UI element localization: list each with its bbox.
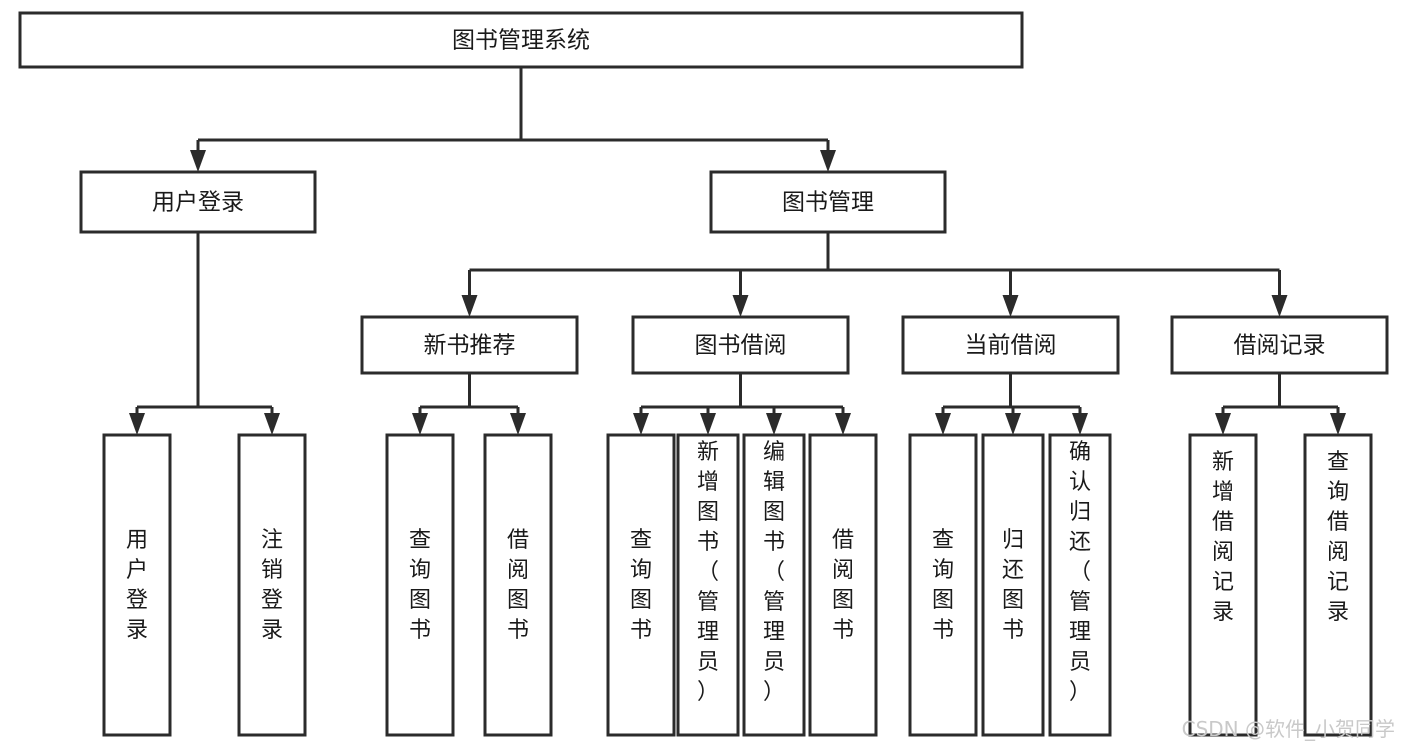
node-leaf-10-rect bbox=[1048, 433, 1112, 737]
node-l2-0-rect bbox=[79, 170, 317, 234]
l2-to-l3-2-head bbox=[1002, 295, 1019, 317]
node-leaf-0[interactable]: 用户登录 bbox=[102, 433, 172, 737]
root-to-l2-0-head bbox=[190, 150, 206, 172]
node-leaf-12-rect bbox=[1303, 433, 1373, 737]
l2-to-l3-1-head bbox=[732, 295, 749, 317]
node-leaf-11-rect bbox=[1188, 433, 1258, 737]
node-leaf-6-label: 编辑图书（管理员） bbox=[763, 440, 785, 705]
node-l3-2-label: 当前借阅 bbox=[965, 333, 1057, 359]
leaf-arrow-当前借阅-2-head bbox=[1072, 413, 1088, 435]
root-to-l2-1-head bbox=[820, 150, 836, 172]
node-l3-3[interactable]: 借阅记录 bbox=[1170, 315, 1389, 375]
node-boxes: 图书管理系统用户登录图书管理新书推荐图书借阅当前借阅借阅记录用户登录注销登录查询… bbox=[18, 11, 1389, 737]
node-l3-1-label: 图书借阅 bbox=[695, 333, 787, 359]
node-l3-1[interactable]: 图书借阅 bbox=[631, 315, 850, 375]
node-l3-2-rect bbox=[901, 315, 1120, 375]
leaf-arrow-当前借阅-1-head bbox=[1005, 413, 1021, 435]
node-leaf-5-rect bbox=[676, 433, 740, 737]
node-leaf-2[interactable]: 查询图书 bbox=[385, 433, 455, 737]
leaf-arrow-图书借阅-0-head bbox=[633, 413, 649, 435]
node-leaf-9-label: 归还图书 bbox=[1002, 528, 1024, 643]
connector-lines bbox=[129, 67, 1346, 435]
node-leaf-9-rect bbox=[981, 433, 1045, 737]
node-leaf-9[interactable]: 归还图书 bbox=[981, 433, 1045, 737]
node-l2-1-label: 图书管理 bbox=[782, 190, 874, 216]
node-l3-0-label: 新书推荐 bbox=[424, 333, 516, 359]
node-root-system-rect bbox=[18, 11, 1024, 69]
node-leaf-3[interactable]: 借阅图书 bbox=[483, 433, 553, 737]
node-leaf-7-rect bbox=[808, 433, 878, 737]
node-l2-0-label: 用户登录 bbox=[152, 190, 244, 216]
node-leaf-12[interactable]: 查询借阅记录 bbox=[1303, 433, 1373, 737]
csdn-watermark: CSDN @软件_小贺同学 bbox=[1182, 717, 1395, 741]
node-l3-3-rect bbox=[1170, 315, 1389, 375]
l2-to-l3-0-head bbox=[461, 295, 478, 317]
node-leaf-8-label: 查询图书 bbox=[932, 528, 954, 643]
node-leaf-0-rect bbox=[102, 433, 172, 737]
node-l2-1[interactable]: 图书管理 bbox=[709, 170, 947, 234]
node-l2-0[interactable]: 用户登录 bbox=[79, 170, 317, 234]
leaf-arrow-当前借阅-0-head bbox=[935, 413, 951, 435]
leaf-arrow-新书推荐-1-head bbox=[510, 413, 526, 435]
leaf-arrow-借阅记录-1-head bbox=[1330, 413, 1346, 435]
leaf-arrow-图书借阅-2-head bbox=[766, 413, 782, 435]
node-leaf-12-label: 查询借阅记录 bbox=[1327, 450, 1349, 625]
node-leaf-4-rect bbox=[606, 433, 676, 737]
node-leaf-5[interactable]: 新增图书（管理员） bbox=[676, 433, 740, 737]
leaf-arrow-借阅记录-0-head bbox=[1215, 413, 1231, 435]
l2-to-l3-3-head bbox=[1271, 295, 1288, 317]
node-leaf-8-rect bbox=[908, 433, 978, 737]
leaf-arrow-新书推荐-0-head bbox=[412, 413, 428, 435]
node-l3-2[interactable]: 当前借阅 bbox=[901, 315, 1120, 375]
node-leaf-1[interactable]: 注销登录 bbox=[237, 433, 307, 737]
node-leaf-2-rect bbox=[385, 433, 455, 737]
node-leaf-3-rect bbox=[483, 433, 553, 737]
node-leaf-11-label: 新增借阅记录 bbox=[1212, 450, 1234, 625]
node-leaf-7[interactable]: 借阅图书 bbox=[808, 433, 878, 737]
node-leaf-1-label: 注销登录 bbox=[261, 528, 283, 643]
node-leaf-4-label: 查询图书 bbox=[630, 528, 652, 643]
node-leaf-6[interactable]: 编辑图书（管理员） bbox=[742, 433, 806, 737]
node-l2-1-rect bbox=[709, 170, 947, 234]
node-leaf-4[interactable]: 查询图书 bbox=[606, 433, 676, 737]
node-leaf-5-label: 新增图书（管理员） bbox=[697, 440, 719, 705]
node-leaf-3-label: 借阅图书 bbox=[507, 528, 529, 643]
leaf-arrow-图书借阅-1-head bbox=[700, 413, 716, 435]
node-root-system-label: 图书管理系统 bbox=[452, 28, 590, 54]
node-leaf-1-rect bbox=[237, 433, 307, 737]
node-leaf-7-label: 借阅图书 bbox=[832, 528, 854, 643]
node-l3-3-label: 借阅记录 bbox=[1234, 333, 1326, 359]
node-l3-1-rect bbox=[631, 315, 850, 375]
node-leaf-0-label: 用户登录 bbox=[126, 528, 148, 643]
leaf-arrow-用户登录-1-head bbox=[264, 413, 280, 435]
node-leaf-8[interactable]: 查询图书 bbox=[908, 433, 978, 737]
node-leaf-11[interactable]: 新增借阅记录 bbox=[1188, 433, 1258, 737]
node-l3-0-rect bbox=[360, 315, 579, 375]
leaf-arrow-用户登录-0-head bbox=[129, 413, 145, 435]
node-leaf-10[interactable]: 确认归还（管理员） bbox=[1048, 433, 1112, 737]
leaf-arrow-图书借阅-3-head bbox=[835, 413, 851, 435]
node-l3-0[interactable]: 新书推荐 bbox=[360, 315, 579, 375]
node-leaf-10-label: 确认归还（管理员） bbox=[1069, 440, 1091, 705]
node-leaf-6-rect bbox=[742, 433, 806, 737]
node-leaf-2-label: 查询图书 bbox=[409, 528, 431, 643]
node-root-system[interactable]: 图书管理系统 bbox=[18, 11, 1024, 69]
